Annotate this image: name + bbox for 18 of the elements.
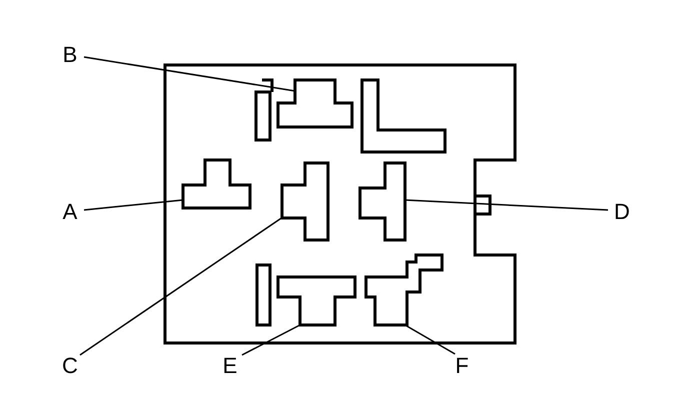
- terminal-cavity: [182, 158, 252, 210]
- terminal-cavity: [358, 162, 406, 242]
- leader-line: [84, 56, 296, 92]
- callout-letter: C: [62, 355, 78, 377]
- leader-line: [404, 199, 608, 211]
- callout-letter: D: [614, 201, 630, 223]
- leader-line: [404, 324, 456, 355]
- leader-line: [242, 324, 300, 356]
- terminal-cavity: [280, 162, 330, 242]
- callout-letter: F: [455, 355, 469, 377]
- terminal-cavity: [276, 78, 354, 128]
- leader-line: [80, 216, 284, 356]
- terminal-cavity: [364, 254, 444, 326]
- leader-line: [84, 199, 184, 211]
- callout-letter: B: [62, 44, 78, 66]
- terminal-cavity: [276, 276, 356, 326]
- callout-letter: A: [62, 201, 78, 223]
- callout-letter: E: [222, 355, 238, 377]
